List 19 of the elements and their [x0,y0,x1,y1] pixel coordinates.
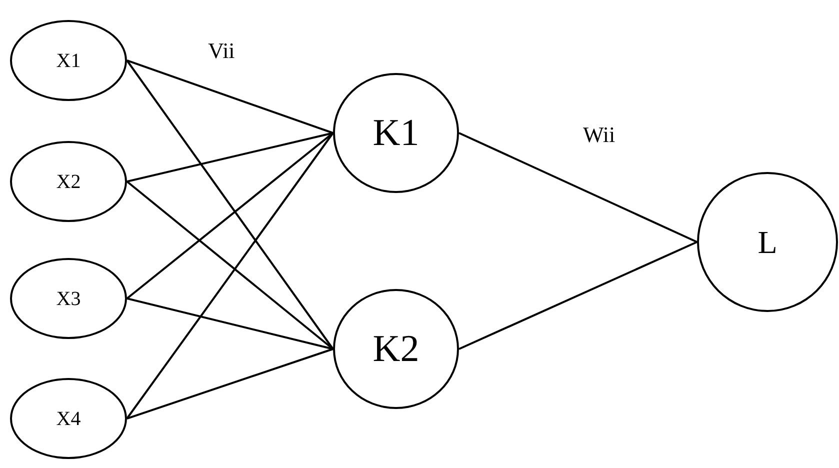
connection-line [126,132,334,420]
node-label: K2 [372,330,420,368]
node-label: X4 [56,408,81,428]
connection-line [126,60,334,134]
node-label: L [758,226,778,258]
weight-label: Vii [208,38,235,64]
node-label: X2 [56,172,81,192]
connection-line [126,348,334,420]
connection-line [126,298,334,350]
weight-label: Wii [583,122,616,148]
connection-line [126,60,334,350]
connection-line [126,132,334,182]
node-label: K1 [372,114,420,152]
connection-line [126,132,334,300]
node-label: X3 [56,288,81,308]
connection-line [458,132,698,243]
node-label: X1 [56,50,81,70]
connection-line [458,241,698,350]
connection-line [126,180,334,350]
